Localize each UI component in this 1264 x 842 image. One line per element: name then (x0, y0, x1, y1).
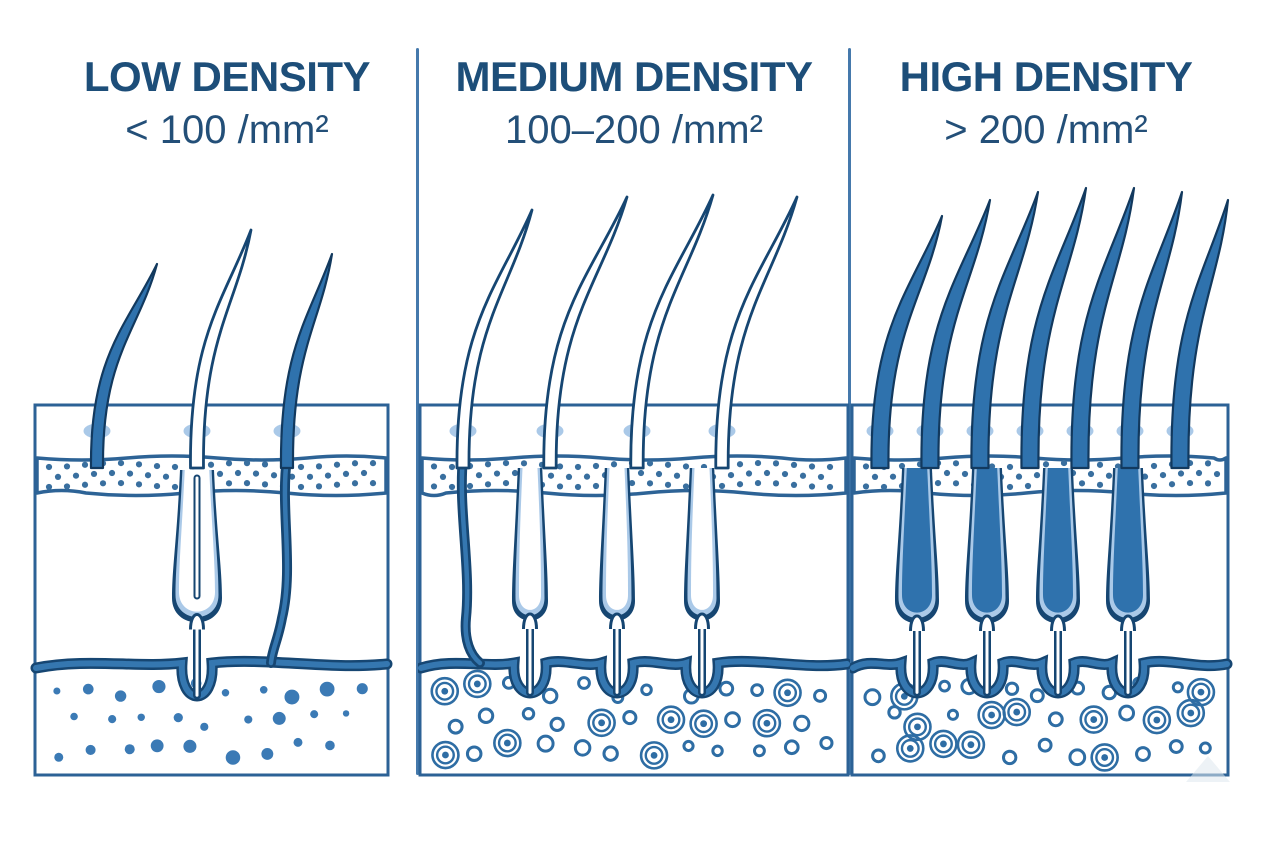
medium-density-title: MEDIUM DENSITY (455, 53, 813, 100)
medium-density-header: MEDIUM DENSITY 100–200 /mm² (434, 53, 834, 153)
high-density-illustration (850, 186, 1233, 777)
high-density-header: HIGH DENSITY > 200 /mm² (846, 53, 1246, 153)
low-density-range: < 100 /mm² (125, 108, 329, 153)
watermark (1186, 756, 1230, 782)
low-density-title: LOW DENSITY (83, 53, 371, 100)
high-density-range: > 200 /mm² (944, 108, 1148, 153)
low-density-illustration (30, 228, 393, 777)
medium-density-illustration (418, 193, 850, 777)
low-density-header: LOW DENSITY < 100 /mm² (27, 53, 427, 153)
high-density-title: HIGH DENSITY (899, 53, 1193, 100)
medium-density-range: 100–200 /mm² (505, 108, 763, 153)
panel-divider-left (416, 48, 419, 775)
